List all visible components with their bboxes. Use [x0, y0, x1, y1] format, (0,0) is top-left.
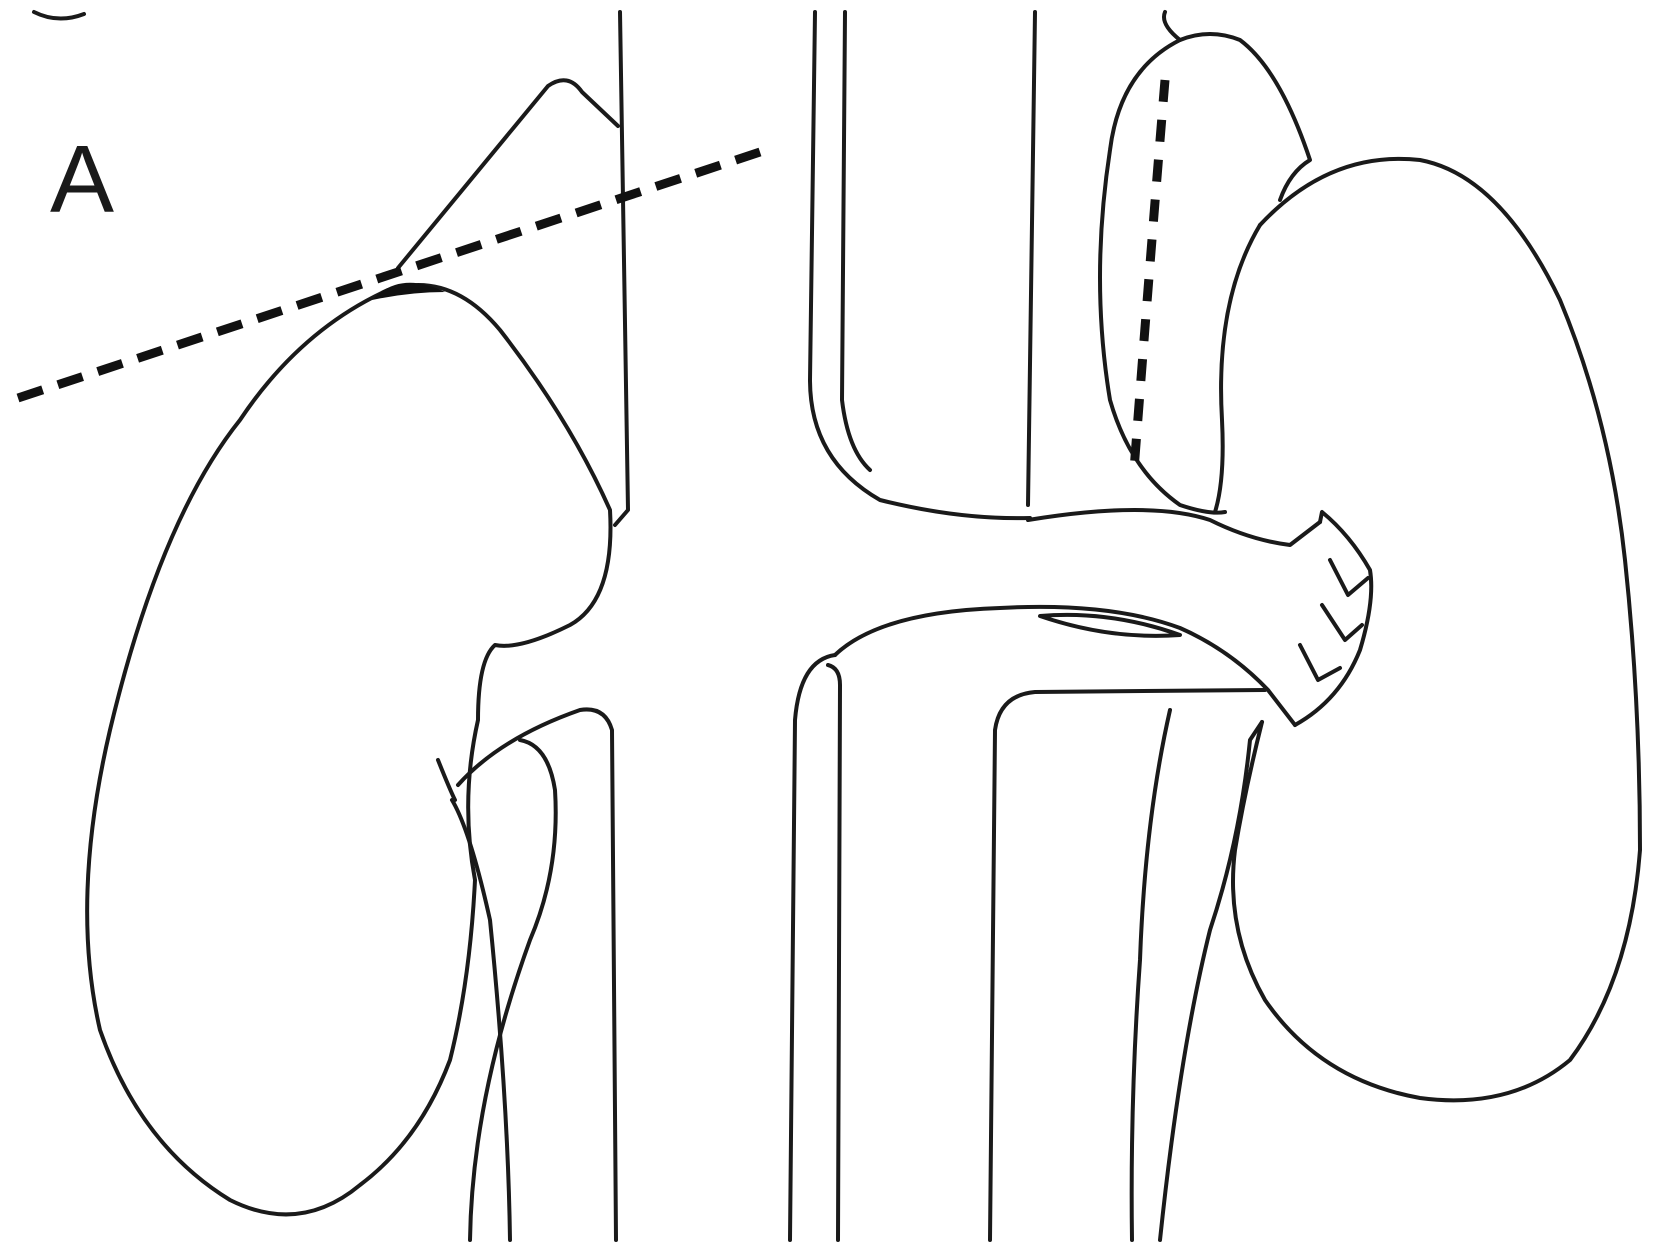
aorta-right-wall	[1028, 12, 1035, 505]
ivc-lower-right	[990, 690, 1265, 1240]
panel-label: A	[50, 126, 114, 233]
left-ureter-inner	[470, 740, 556, 1240]
calyx-1	[1330, 560, 1368, 595]
renal-vein-upper	[1028, 510, 1320, 545]
left-hilum-notch	[438, 760, 455, 800]
left-dashed-cut-line	[18, 152, 760, 398]
aorta-left-wall-inner	[842, 12, 870, 470]
right-adrenal-lower	[1100, 40, 1225, 513]
right-kidney-inner-edge	[1215, 225, 1260, 512]
calyx-2	[1322, 605, 1362, 640]
renal-vein-inner-ellipse	[1040, 615, 1180, 636]
left-kidney	[87, 285, 610, 1214]
left-renal-vessel-outer	[458, 709, 616, 1240]
partial-glyph-top-left	[34, 12, 84, 19]
right-kidney	[1233, 159, 1640, 1100]
right-adrenal-gland	[1164, 12, 1310, 200]
right-ureter-left	[1132, 710, 1170, 1240]
left-vessel-line	[615, 12, 628, 525]
ivc-lower-left-outer	[790, 655, 835, 1240]
right-dashed-cut-line	[1134, 80, 1165, 470]
calyx-3	[1300, 645, 1340, 680]
ivc-lower-left-inner	[828, 665, 840, 1240]
right-ureter-right	[1160, 722, 1262, 1240]
